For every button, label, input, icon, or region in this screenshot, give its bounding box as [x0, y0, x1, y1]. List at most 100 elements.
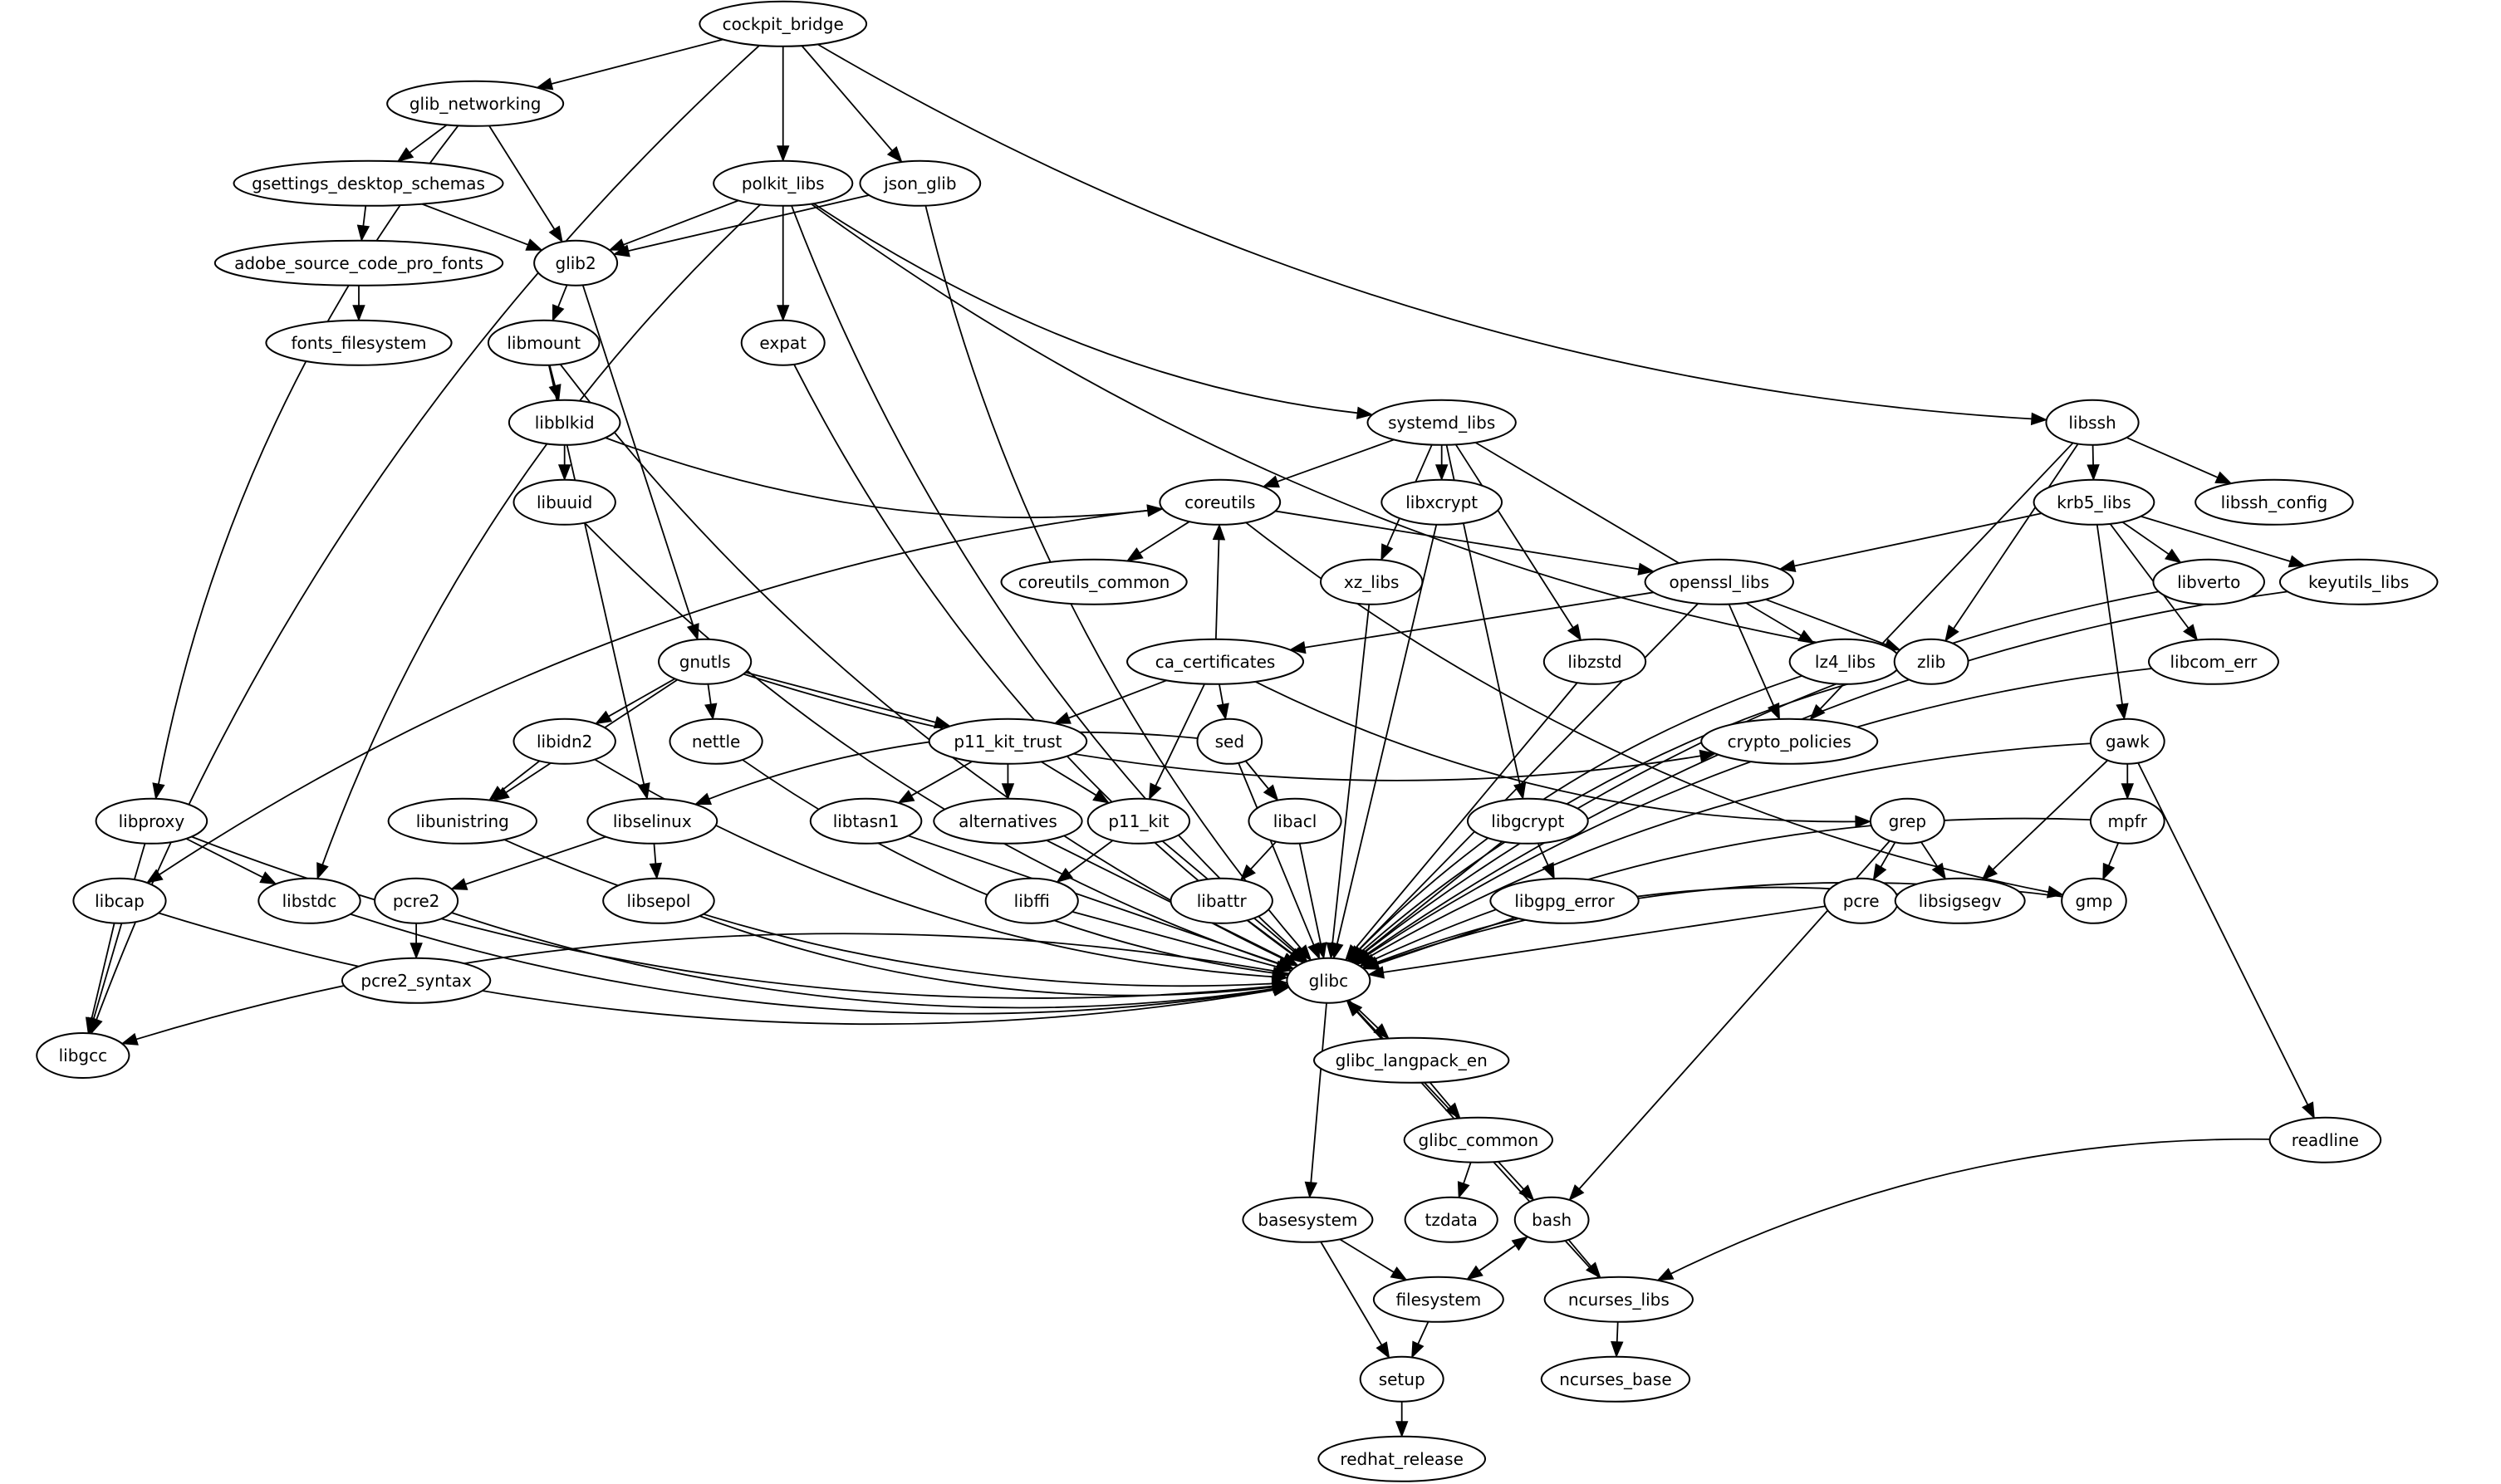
node-keyutils-libs[interactable]: keyutils_libs [2278, 558, 2439, 605]
node-label: systemd_libs [1388, 413, 1495, 433]
node-label: libuuid [537, 492, 592, 512]
node-xz-libs[interactable]: xz_libs [1320, 558, 1424, 605]
node-crypto-policies[interactable]: crypto_policies [1700, 718, 1879, 765]
node-libuuid[interactable]: libuuid [512, 478, 616, 526]
node-shape [1359, 1355, 1444, 1403]
node-libidn2[interactable]: libidn2 [512, 718, 616, 765]
node-mpfr[interactable]: mpfr [2089, 797, 2165, 845]
node-openssl-libs[interactable]: openssl_libs [1644, 558, 1794, 605]
node-pcre2-syntax[interactable]: pcre2_syntax [341, 957, 492, 1004]
node-libproxy[interactable]: libproxy [95, 797, 208, 845]
node-libgpg-error[interactable]: libgpg_error [1489, 877, 1640, 924]
node-json-glib[interactable]: json_glib [859, 159, 982, 207]
edge-line [559, 364, 1285, 960]
node-cockpit-bridge[interactable]: cockpit_bridge [699, 0, 868, 47]
node-libgcrypt[interactable]: libgcrypt [1466, 797, 1589, 845]
node-ncurses-base[interactable]: ncurses_base [1540, 1355, 1691, 1403]
node-libblkid[interactable]: libblkid [508, 399, 621, 446]
edge-cockpit-bridge-to-libssh [817, 43, 2048, 426]
node-libtasn1[interactable]: libtasn1 [809, 797, 923, 845]
node-sed[interactable]: sed [1196, 718, 1263, 765]
node-p11-kit-trust[interactable]: p11_kit_trust [928, 718, 1088, 765]
node-libunistring[interactable]: libunistring [387, 797, 537, 845]
node-libzstd[interactable]: libzstd [1542, 638, 1647, 685]
edge-libacl-to-glibc [1298, 843, 1327, 960]
node-adobe-source-code-pro-fonts[interactable]: adobe_source_code_pro_fonts [213, 239, 504, 287]
node-coreutils-common[interactable]: coreutils_common [1000, 558, 1188, 605]
node-libsigsegv[interactable]: libsigsegv [1894, 877, 2026, 924]
node-shape [2147, 638, 2279, 685]
edge-line [608, 678, 675, 718]
node-bash[interactable]: bash [1513, 1196, 1590, 1243]
node-libcap[interactable]: libcap [72, 877, 167, 924]
node-glibc-langpack-en[interactable]: glibc_langpack_en [1313, 1036, 1510, 1084]
node-libmount[interactable]: libmount [487, 319, 601, 366]
node-gnutls[interactable]: gnutls [658, 638, 753, 685]
node-gsettings-desktop-schemas[interactable]: gsettings_desktop_schemas [233, 159, 504, 207]
node-label: glib_networking [409, 94, 542, 114]
arrowhead [1239, 864, 1256, 881]
node-ncurses-libs[interactable]: ncurses_libs [1543, 1276, 1694, 1323]
node-shape [36, 1032, 130, 1080]
edge-krb5-libs-to-libverto [2121, 521, 2182, 564]
node-setup[interactable]: setup [1359, 1355, 1444, 1403]
node-tzdata[interactable]: tzdata [1404, 1196, 1498, 1243]
node-glibc[interactable]: glibc [1286, 957, 1371, 1004]
node-readline[interactable]: readline [2268, 1116, 2382, 1163]
node-grep[interactable]: grep [1869, 797, 1945, 845]
node-coreutils[interactable]: coreutils [1159, 478, 1282, 526]
node-basesystem[interactable]: basesystem [1242, 1196, 1374, 1243]
node-polkit-libs[interactable]: polkit_libs [713, 159, 854, 207]
edge-ca-certificates-to-sed [1216, 683, 1229, 721]
node-pcre2[interactable]: pcre2 [374, 877, 459, 924]
node-libstdc[interactable]: libstdc [257, 877, 361, 924]
node-fonts-filesystem[interactable]: fonts_filesystem [265, 319, 453, 366]
node-libattr[interactable]: libattr [1170, 877, 1273, 924]
node-libssh-config[interactable]: libssh_config [2195, 478, 2354, 526]
edge-line [623, 199, 739, 246]
node-libselinux[interactable]: libselinux [586, 797, 718, 845]
node-gawk[interactable]: gawk [2089, 718, 2165, 765]
node-pcre[interactable]: pcre [1823, 877, 1900, 924]
node-libxcrypt[interactable]: libxcrypt [1380, 478, 1503, 526]
edge-line [92, 843, 146, 1020]
node-label: cockpit_bridge [723, 14, 844, 34]
node-p11-kit[interactable]: p11_kit [1086, 797, 1191, 845]
node-zlib[interactable]: zlib [1893, 638, 1969, 685]
edge-line [1247, 919, 1293, 954]
node-libcom-err[interactable]: libcom_err [2147, 638, 2279, 685]
node-nettle[interactable]: nettle [669, 718, 763, 765]
node-krb5-libs[interactable]: krb5_libs [2033, 478, 2155, 526]
node-glib-networking[interactable]: glib_networking [386, 80, 565, 127]
node-shape [2045, 399, 2140, 446]
node-libacl[interactable]: libacl [1248, 797, 1342, 845]
node-libssh[interactable]: libssh [2045, 399, 2140, 446]
node-lz4-libs[interactable]: lz4_libs [1788, 638, 1902, 685]
arrowhead [886, 146, 903, 164]
node-label: filesystem [1395, 1290, 1481, 1310]
node-libgcc[interactable]: libgcc [36, 1032, 130, 1080]
edge-glib2-to-libmount [552, 284, 568, 322]
arrowhead [1272, 981, 1289, 994]
node-libffi[interactable]: libffi [984, 877, 1079, 924]
edge-polkit-libs-to-systemd-libs [812, 203, 1374, 419]
node-label: libcom_err [2170, 652, 2258, 672]
node-expat[interactable]: expat [740, 319, 826, 366]
edge-ca-certificates-to-coreutils [1212, 523, 1226, 639]
edge-p11-kit-trust-to-p11-kit [1041, 761, 1111, 804]
arrowhead [1518, 1184, 1535, 1202]
node-redhat-release[interactable]: redhat_release [1317, 1435, 1487, 1482]
node-systemd-libs[interactable]: systemd_libs [1366, 399, 1517, 446]
node-filesystem[interactable]: filesystem [1372, 1276, 1504, 1323]
node-alternatives[interactable]: alternatives [933, 797, 1083, 845]
node-gmp[interactable]: gmp [2061, 877, 2127, 924]
node-glibc-common[interactable]: glibc_common [1403, 1116, 1554, 1163]
node-label: libgcrypt [1491, 811, 1564, 831]
node-label: libsigsegv [1919, 891, 2002, 911]
edge-line [158, 912, 1275, 1026]
node-libverto[interactable]: libverto [2152, 558, 2265, 605]
node-ca-certificates[interactable]: ca_certificates [1126, 638, 1305, 685]
edge-libselinux-to-pcre2 [450, 835, 606, 890]
node-glib2[interactable]: glib2 [533, 239, 619, 287]
node-libsepol[interactable]: libsepol [602, 877, 715, 924]
